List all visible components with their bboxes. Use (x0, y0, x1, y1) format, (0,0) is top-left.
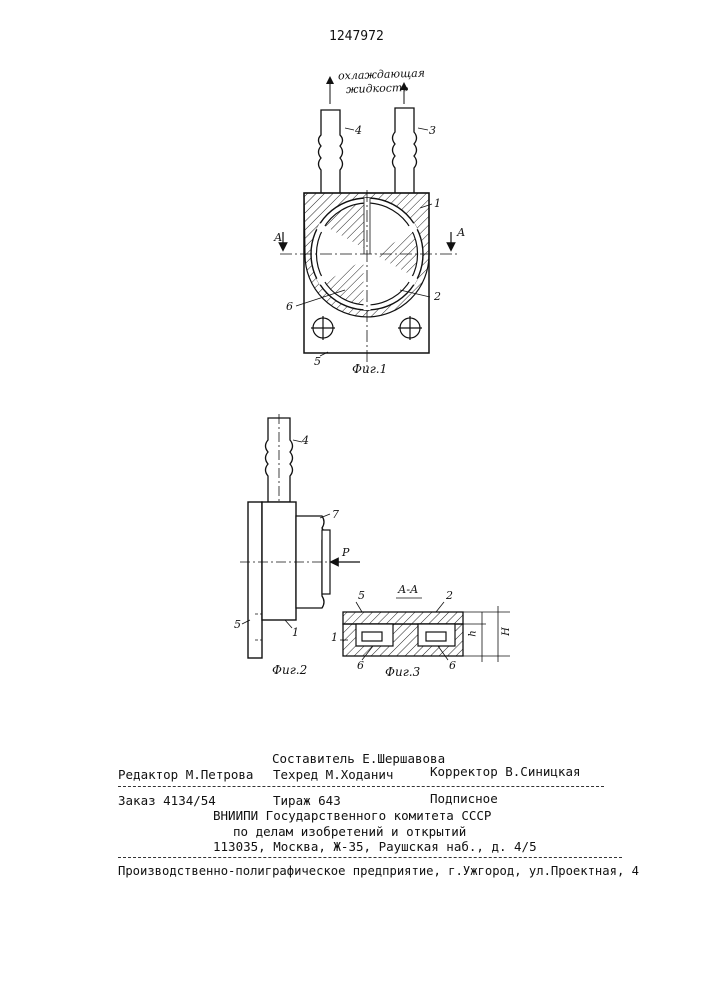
dimension-H: H (501, 627, 512, 636)
label-6: 6 (286, 300, 293, 313)
body-1-side (262, 502, 296, 620)
affairs: по делам изобретений и открытий (233, 824, 466, 839)
label-1: 1 (434, 197, 441, 210)
institute: ВНИИПИ Государственного комитета СССР (213, 808, 491, 823)
fig3-label-6b: 6 (449, 659, 456, 672)
fig3-label-2: 2 (446, 589, 453, 602)
tube-4 (319, 110, 343, 195)
order: Заказ 4134/54 (118, 793, 216, 808)
fig3-caption: Фиг.3 (385, 665, 420, 679)
print-run: Тираж 643 (273, 793, 341, 808)
label-2: 2 (434, 290, 441, 303)
fig2-label-7: 7 (332, 508, 339, 521)
techred: Техред М.Ходанич (273, 767, 393, 782)
label-3: 3 (429, 124, 436, 137)
tube-3 (393, 108, 417, 195)
fig2-caption: Фиг.2 (272, 663, 307, 677)
label-5: 5 (314, 355, 321, 368)
dimension-h: h (468, 630, 479, 636)
divider-2 (118, 857, 622, 858)
figure-3 (340, 598, 510, 662)
divider-1 (118, 786, 604, 787)
subscription: Подписное (430, 791, 498, 806)
fig3-section-title: А-А (398, 583, 418, 596)
fig2-label-4: 4 (302, 434, 309, 447)
flow-label-line2: жидкость (346, 81, 409, 96)
printer: Производственно-полиграфическое предприя… (118, 864, 639, 878)
compiler: Составитель Е.Шершавова (272, 751, 445, 766)
editor: Редактор М.Петрова (118, 767, 253, 782)
cover-plate-5 (343, 612, 463, 624)
figure-2 (240, 414, 360, 658)
label-4: 4 (355, 124, 362, 137)
fig1-caption: Фиг.1 (352, 362, 387, 376)
fig3-label-5: 5 (358, 589, 365, 602)
technical-drawing (0, 0, 707, 700)
address: 113035, Москва, Ж-35, Раушская наб., д. … (213, 839, 537, 854)
section-label-left: А (274, 231, 282, 244)
fig3-label-6a: 6 (357, 659, 364, 672)
base-plate-5 (248, 502, 262, 658)
fig3-label-1: 1 (331, 631, 338, 644)
fig2-force-label: P (342, 546, 349, 559)
fig2-label-1: 1 (292, 626, 299, 639)
corrector: Корректор В.Синицкая (430, 764, 581, 779)
section-label-right: А (457, 226, 465, 239)
fig2-label-5: 5 (234, 618, 241, 631)
